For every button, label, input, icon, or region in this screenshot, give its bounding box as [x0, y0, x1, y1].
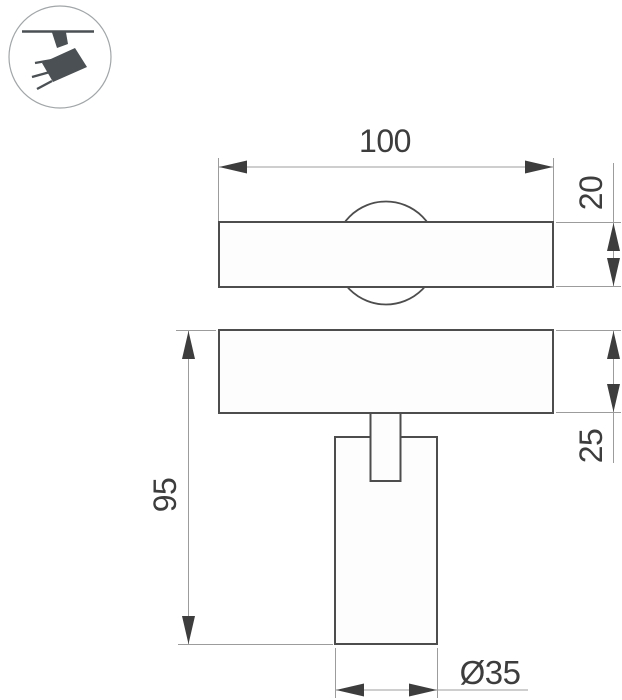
- dimension-body-diameter: Ø35: [335, 648, 528, 698]
- light-ray-icon: [36, 79, 53, 91]
- arrow-left-icon: [219, 160, 247, 174]
- dimension-track-width: 100: [218, 123, 554, 221]
- arrow-down-icon: [182, 616, 195, 644]
- arrow-up-icon: [607, 331, 620, 359]
- track-plate-front: [218, 329, 554, 414]
- arrow-down-icon: [607, 258, 620, 286]
- top-view: [218, 200, 554, 306]
- arrow-right-icon: [409, 683, 437, 697]
- dimension-plate-height: 25: [556, 330, 621, 463]
- fixture-head-icon: [42, 48, 87, 82]
- track-spotlight-icon: [8, 5, 112, 109]
- dimension-total-height: 95: [147, 330, 333, 645]
- light-ray-icon: [31, 70, 51, 79]
- arrow-up-icon: [607, 223, 620, 251]
- arrow-left-icon: [336, 683, 364, 697]
- arrow-down-icon: [607, 384, 620, 412]
- dimension-label-body-diameter: Ø35: [460, 654, 521, 691]
- front-view: [218, 329, 554, 645]
- track-plate-top: [218, 221, 554, 288]
- arrow-right-icon: [525, 160, 553, 174]
- dimension-label-plate-height: 25: [573, 429, 609, 464]
- dimension-label-track-height: 20: [573, 176, 609, 211]
- dimension-label-total-height: 95: [147, 478, 183, 513]
- arrow-up-icon: [182, 331, 195, 359]
- dimension-label-track-width: 100: [359, 123, 411, 159]
- lamp-stem: [369, 412, 402, 482]
- light-ray-icon: [34, 58, 53, 65]
- dimension-track-height: 20: [556, 163, 621, 287]
- fixture-stem-icon: [52, 32, 68, 48]
